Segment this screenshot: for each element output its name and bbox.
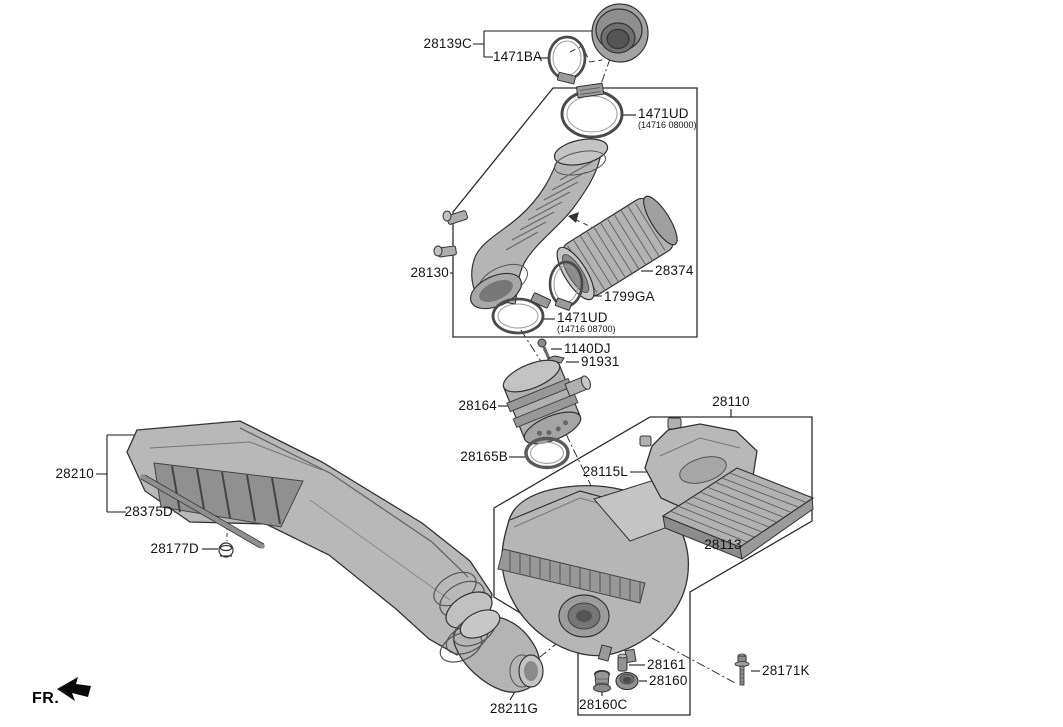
part-label-28165b[interactable]: 28165B bbox=[460, 449, 508, 464]
seal-ring-drawing bbox=[524, 436, 570, 470]
part-label-28374[interactable]: 28374 bbox=[655, 263, 694, 278]
clamp-1799ga-drawing bbox=[548, 260, 584, 311]
air-guide-duct-drawing bbox=[126, 420, 498, 656]
fr-direction-arrow bbox=[57, 677, 91, 701]
elbow-duct-drawing bbox=[439, 609, 544, 693]
part-label-28171k[interactable]: 28171K bbox=[762, 663, 810, 678]
part-label-28110[interactable]: 28110 bbox=[712, 394, 750, 409]
part-label-28160c[interactable]: 28160C bbox=[579, 697, 628, 712]
clip-28177d-drawing bbox=[218, 542, 234, 558]
seal-strip-drawing bbox=[140, 474, 265, 549]
part-label-28210[interactable]: 28210 bbox=[55, 466, 94, 481]
front-direction-label: FR. bbox=[32, 690, 60, 707]
part-subnumber: (14716 08700) bbox=[557, 324, 616, 335]
bolt-28171k-drawing bbox=[734, 653, 750, 686]
part-label-28160[interactable]: 28160 bbox=[649, 673, 688, 688]
part-label-91931[interactable]: 91931 bbox=[581, 354, 620, 369]
stopper-28161-drawing bbox=[617, 653, 628, 672]
air-filter-element-drawing bbox=[661, 467, 815, 560]
grommet-28160-drawing bbox=[615, 671, 639, 691]
part-label-1471ud-bottom[interactable]: 1471UD (14716 08700) bbox=[557, 310, 616, 335]
part-label-1471ba[interactable]: 1471BA bbox=[493, 49, 543, 64]
resonator-drawing bbox=[502, 359, 591, 445]
part-label-28139c[interactable]: 28139C bbox=[423, 36, 472, 51]
air-cleaner-body-drawing bbox=[497, 476, 701, 664]
clamp-1471ba-drawing bbox=[547, 35, 587, 85]
air-duct-fitting-drawing bbox=[591, 3, 649, 63]
part-label-28115l[interactable]: 28115L bbox=[582, 464, 628, 479]
air-cleaner-assembly-box bbox=[493, 416, 813, 716]
insulator-28160c-drawing bbox=[593, 670, 611, 693]
part-label-1799ga[interactable]: 1799GA bbox=[604, 289, 655, 304]
part-number: 1471UD bbox=[638, 106, 689, 121]
clamp-1471ud-top-drawing bbox=[560, 82, 624, 139]
bolt-1140dj-drawing bbox=[537, 338, 551, 360]
hose-assembly-box bbox=[452, 87, 698, 338]
part-label-28164[interactable]: 28164 bbox=[458, 398, 497, 413]
part-label-28177d[interactable]: 28177D bbox=[150, 541, 199, 556]
part-label-28375d[interactable]: 28375D bbox=[124, 504, 173, 519]
part-label-28113[interactable]: 28113 bbox=[704, 537, 742, 552]
part-number: 1471UD bbox=[557, 310, 608, 325]
fit-arrowhead bbox=[568, 212, 579, 223]
clamp-1471ud-bottom-drawing bbox=[491, 292, 552, 335]
part-label-28211g[interactable]: 28211G bbox=[489, 701, 539, 716]
part-label-28130[interactable]: 28130 bbox=[410, 265, 449, 280]
part-label-1140dj[interactable]: 1140DJ bbox=[564, 341, 611, 356]
part-label-28161[interactable]: 28161 bbox=[647, 657, 686, 672]
part-label-1471ud-top[interactable]: 1471UD (14716 08000) bbox=[638, 106, 697, 131]
part-subnumber: (14716 08000) bbox=[638, 120, 697, 131]
